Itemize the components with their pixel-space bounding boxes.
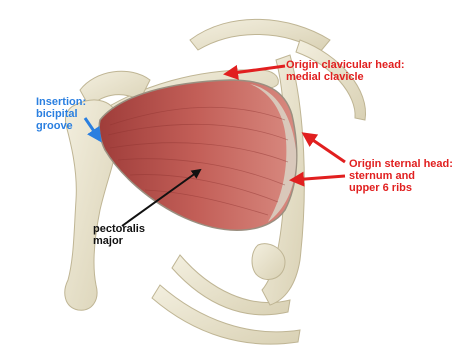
pectoralis-major-label: pectoralis major — [93, 223, 145, 247]
sternal-origin-arrow-upper — [304, 134, 345, 162]
clavicular-origin-label: Origin clavicular head: medial clavicle — [286, 59, 405, 83]
insertion-label: Insertion: bicipital groove — [36, 96, 86, 132]
sternal-origin-label: Origin sternal head: sternum and upper 6… — [349, 158, 453, 194]
pectoralis-major-muscle — [99, 80, 297, 230]
